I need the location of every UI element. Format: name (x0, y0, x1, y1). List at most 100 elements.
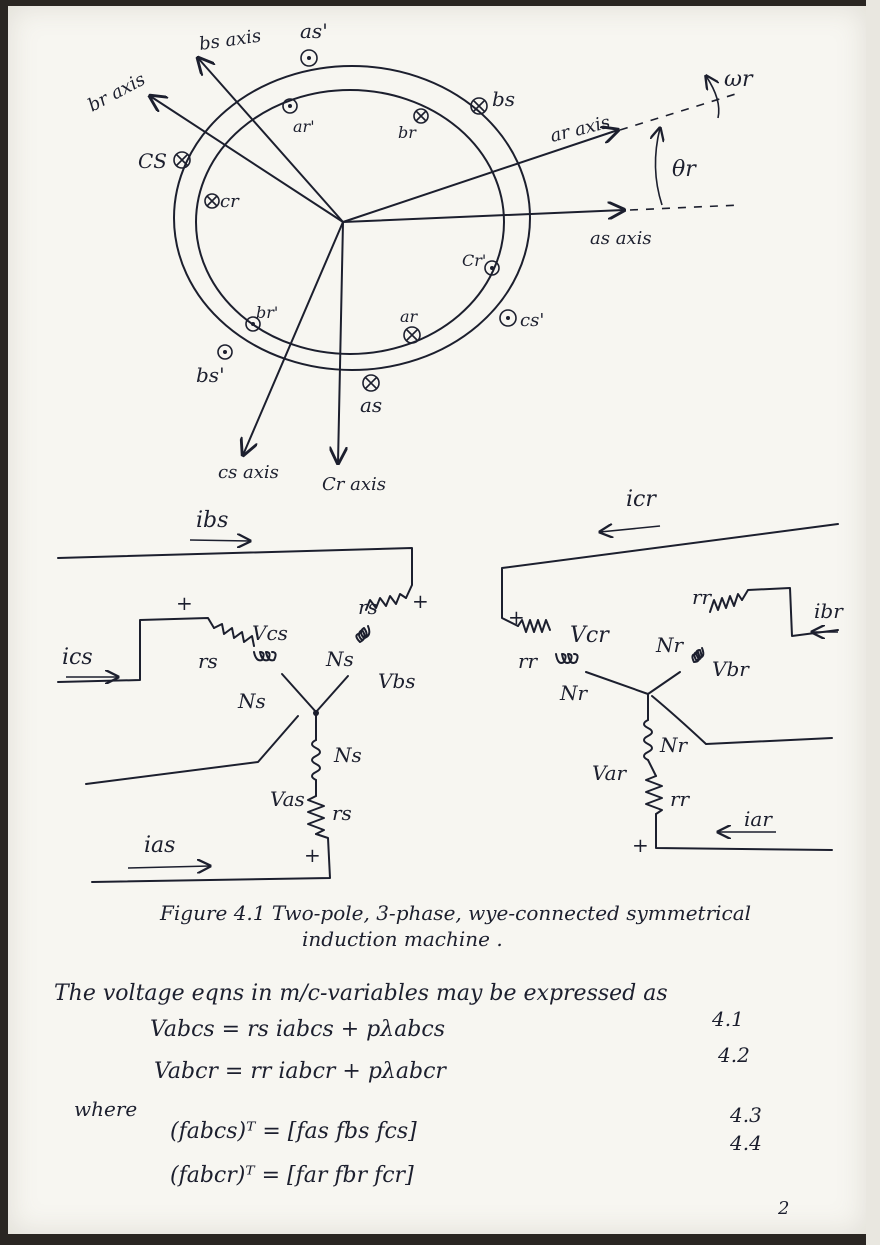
icr-arrow (600, 526, 661, 532)
as-axis-line (342, 210, 624, 223)
rotor-wye-circuit: icr ibr iar Vcr Vbr Var rr rr rr Nr Nr N… (501, 487, 844, 857)
vcr-label: Vcr (570, 623, 610, 648)
rs-label-cs: rs (198, 649, 218, 673)
cs-resistor (213, 623, 255, 647)
ar-lead-2 (647, 759, 657, 777)
as-prime-label: as' (300, 19, 328, 43)
equation-4-1: Vabcs = rs iabcs + pλabcs (150, 1017, 445, 1042)
theta-arc (655, 128, 662, 206)
ias-label: ias (144, 833, 175, 858)
ar-resistor (645, 775, 663, 815)
where-text: where (74, 1097, 137, 1121)
ibr-label: ibr (814, 599, 844, 623)
as-resistor (307, 795, 325, 835)
br-inductor (691, 647, 705, 663)
bs-prime-conductor (217, 344, 233, 360)
plus-cs: + (176, 591, 193, 615)
rr-label-cr: rr (518, 649, 539, 673)
var-label: Var (592, 761, 628, 785)
page-edge (866, 0, 880, 1245)
as-inductor (311, 739, 321, 781)
rs-label-bs: rs (358, 595, 378, 619)
br-lead (647, 671, 681, 695)
iar-label: iar (744, 807, 773, 831)
cr-label: cr (220, 191, 240, 212)
ns-label-cs: Ns (237, 689, 266, 713)
vbr-label: Vbr (712, 657, 750, 681)
page-number: 2 (777, 1198, 789, 1219)
as-label: as (360, 393, 382, 417)
rs-label-as: rs (332, 801, 352, 825)
br-axis-label: br axis (84, 69, 148, 117)
rotor-return-wire (651, 695, 833, 745)
cr-lead (585, 671, 649, 695)
bs-label: bs (492, 87, 515, 111)
bs-resistor (365, 593, 407, 611)
equation-number-4-1: 4.1 (711, 1007, 744, 1031)
cs-prime-conductor (499, 309, 517, 327)
nr-label-cr: Nr (559, 681, 589, 705)
cs-inductor (253, 651, 277, 662)
bs-lead (315, 675, 349, 713)
ics-label: ics (62, 645, 93, 670)
equation-4-4: (fabcr)ᵀ = [far fbr fcr] (170, 1163, 414, 1188)
omega-arc (706, 76, 720, 119)
as-wire (91, 833, 331, 883)
stator-wye-circuit: ibs ics ias Vcs Vbs Vas rs rs rs Ns Ns N… (57, 508, 429, 883)
theta-r-label: θr (672, 157, 697, 182)
ar-prime-label: ar' (293, 117, 315, 136)
br-prime-label: br' (256, 303, 278, 322)
bs-inductor (355, 625, 371, 643)
ns-label-as: Ns (333, 743, 362, 767)
ibs-arrow (189, 540, 250, 541)
bs-axis-label: bs axis (198, 25, 263, 54)
vcs-label: Vcs (252, 621, 288, 645)
plus-cr: + (508, 605, 525, 629)
equation-4-3: (fabcs)ᵀ = [fas fbs fcs] (170, 1119, 417, 1144)
cr-prime-label: Cr' (462, 251, 486, 270)
cr-resistor (517, 619, 551, 633)
br-prime-conductor (245, 316, 261, 332)
cs-axis-line (243, 221, 344, 455)
equation-number-4-2: 4.2 (717, 1043, 750, 1067)
icr-label: icr (626, 487, 657, 512)
as-axis-dash (629, 204, 741, 211)
br-label: br (398, 123, 417, 142)
cr-inductor (555, 653, 579, 664)
cs-prime-label: cs' (520, 310, 544, 331)
cs-lead (281, 673, 317, 713)
ar-conductor (403, 326, 421, 344)
figure-caption-line1: Figure 4.1 Two-pole, 3-phase, wye-connec… (159, 901, 751, 925)
br-wire (741, 587, 839, 637)
br-conductor (413, 108, 429, 124)
ibs-label: ibs (196, 508, 228, 533)
ns-label-bs: Ns (325, 647, 354, 671)
cr-axis-line (338, 221, 343, 463)
stator-return-wire (85, 715, 299, 785)
cr-wire (501, 523, 839, 627)
ar-axis-line (342, 130, 618, 223)
ar-label: ar (400, 307, 419, 326)
ar-prime-conductor (282, 98, 298, 114)
cr-axis-label: Cr axis (322, 474, 386, 495)
nr-label-ar: Nr (659, 733, 689, 757)
bs-wire (57, 547, 413, 599)
br-resistor (709, 593, 743, 613)
as-axis-label: as axis (590, 228, 652, 249)
bs-axis-line (198, 58, 344, 223)
br-axis-line (150, 96, 344, 223)
equation-number-4-4: 4.4 (729, 1131, 762, 1155)
vbs-label: Vbs (378, 669, 416, 693)
ar-axis-dash (619, 91, 743, 131)
as-prime-conductor (300, 49, 318, 67)
cs-axis-label: cs axis (218, 462, 279, 483)
as-conductor (362, 374, 380, 392)
cs-label: CS (138, 149, 167, 173)
cr-prime-conductor (484, 260, 500, 276)
rotor-circle (195, 89, 505, 355)
intro-text: The voltage eqns in m/c-variables may be… (54, 981, 668, 1006)
rr-label-br: rr (692, 585, 713, 609)
ar-inductor (643, 719, 653, 761)
vas-label: Vas (270, 787, 305, 811)
